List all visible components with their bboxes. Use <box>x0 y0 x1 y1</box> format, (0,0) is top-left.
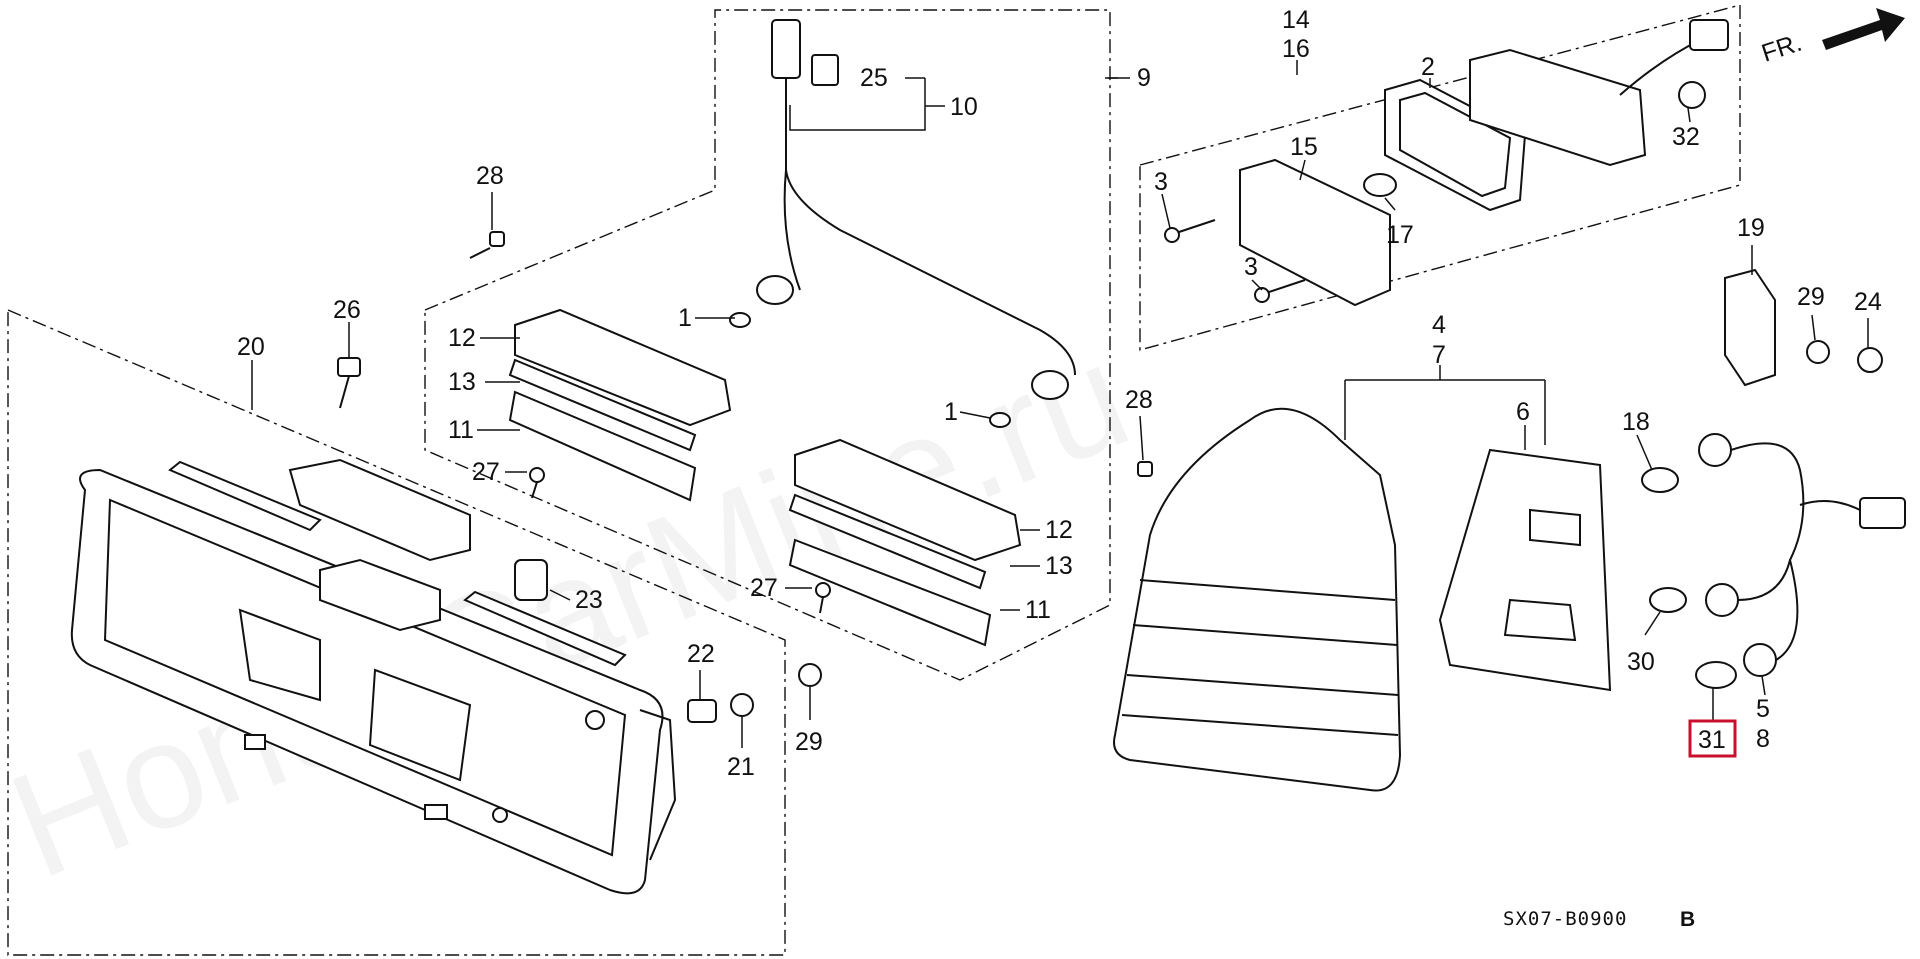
callout-28a[interactable]: 28 <box>476 162 504 190</box>
callout-20[interactable]: 20 <box>237 333 265 361</box>
garnish-bracket <box>288 458 471 562</box>
side-marker-lens[interactable] <box>1239 158 1391 307</box>
side-marker-socket-32 <box>1678 81 1706 109</box>
diagram-code: SX07-B0900 <box>1503 908 1627 930</box>
callout-17[interactable]: 17 <box>1386 221 1414 249</box>
clip-22 <box>687 699 717 723</box>
side-marker-bulb-17 <box>1363 173 1397 197</box>
callout-13a[interactable]: 13 <box>448 368 476 396</box>
front-arrow-icon <box>1822 8 1905 50</box>
callout-9[interactable]: 9 <box>1137 64 1151 92</box>
callout-3b[interactable]: 3 <box>1244 253 1258 281</box>
callout-2[interactable]: 2 <box>1421 53 1435 81</box>
callout-12b[interactable]: 12 <box>1045 516 1073 544</box>
callout-12a[interactable]: 12 <box>448 324 476 352</box>
taillight-lens[interactable] <box>1113 407 1402 792</box>
callout-19[interactable]: 19 <box>1737 214 1765 242</box>
garnish-seal-strip-upper <box>168 460 627 667</box>
callout-29b[interactable]: 29 <box>1797 283 1825 311</box>
diagram-revision: B <box>1680 908 1695 931</box>
callout-28b[interactable]: 28 <box>1125 386 1153 414</box>
bulb-18 <box>1641 467 1679 493</box>
bolt-26 <box>337 357 361 409</box>
side-marker-housing[interactable] <box>1469 19 1729 167</box>
side-marker-gasket[interactable] <box>1384 78 1527 212</box>
callout-13b[interactable]: 13 <box>1045 552 1073 580</box>
callout-7[interactable]: 7 <box>1432 341 1446 369</box>
callout-8[interactable]: 8 <box>1756 725 1770 753</box>
callout-6[interactable]: 6 <box>1516 398 1530 426</box>
license-light-lower[interactable] <box>788 438 1022 647</box>
callout-16[interactable]: 16 <box>1282 35 1310 63</box>
callout-25[interactable]: 25 <box>860 64 888 92</box>
callout-10[interactable]: 10 <box>950 93 978 121</box>
clip-28-lower <box>1137 461 1153 477</box>
callout-27b[interactable]: 27 <box>750 574 778 602</box>
callout-29a[interactable]: 29 <box>795 728 823 756</box>
socket-23 <box>514 559 548 601</box>
license-light-bulb-socket-harness[interactable] <box>729 19 1076 428</box>
taillight-gasket[interactable] <box>1438 448 1612 692</box>
bulb-30 <box>1649 587 1687 613</box>
callout-21[interactable]: 21 <box>727 753 755 781</box>
screw-28-upper <box>469 231 505 259</box>
garnish-center-mount <box>319 558 441 632</box>
callout-labels: 1 1 2 3 3 4 7 5 8 6 9 10 11 11 12 12 13 … <box>237 6 1882 781</box>
callout-27a[interactable]: 27 <box>472 458 500 486</box>
callout-11b[interactable]: 11 <box>1025 596 1051 624</box>
front-indicator: FR. <box>1758 8 1905 68</box>
screw-3-lower <box>1254 279 1306 303</box>
boundary-license-light-assembly <box>424 9 1111 681</box>
highlight-box-31 <box>1688 719 1737 758</box>
screw-27-lower <box>815 582 831 614</box>
callout-11a[interactable]: 11 <box>448 416 474 444</box>
callout-26[interactable]: 26 <box>333 296 361 324</box>
callout-3a[interactable]: 3 <box>1154 168 1168 196</box>
callout-5[interactable]: 5 <box>1756 695 1770 723</box>
callout-23[interactable]: 23 <box>575 586 603 614</box>
taillight-socket-harness[interactable] <box>1698 433 1906 677</box>
callout-18[interactable]: 18 <box>1622 408 1650 436</box>
screw-3-upper <box>1164 219 1216 243</box>
clip-24 <box>1857 347 1883 373</box>
license-light-upper[interactable] <box>508 308 732 502</box>
callout-1b[interactable]: 1 <box>944 398 958 426</box>
callout-30[interactable]: 30 <box>1627 648 1655 676</box>
callout-14[interactable]: 14 <box>1282 6 1310 34</box>
callout-31[interactable]: 31 <box>1698 726 1726 754</box>
rear-license-garnish[interactable] <box>70 468 677 895</box>
front-indicator-label: FR. <box>1758 29 1805 68</box>
callout-1a[interactable]: 1 <box>678 304 692 332</box>
nut-29-left <box>798 663 822 687</box>
bulb-31[interactable] <box>1695 661 1737 689</box>
bracket-19 <box>1724 268 1776 387</box>
callout-15[interactable]: 15 <box>1290 133 1318 161</box>
callout-4[interactable]: 4 <box>1432 311 1446 339</box>
nut-29-right <box>1806 340 1830 364</box>
callout-22[interactable]: 22 <box>687 640 715 668</box>
callout-24[interactable]: 24 <box>1854 288 1882 316</box>
nut-21 <box>730 693 754 717</box>
screw-27-upper <box>529 467 545 499</box>
callout-32[interactable]: 32 <box>1672 123 1700 151</box>
leader-lines <box>251 60 1869 748</box>
